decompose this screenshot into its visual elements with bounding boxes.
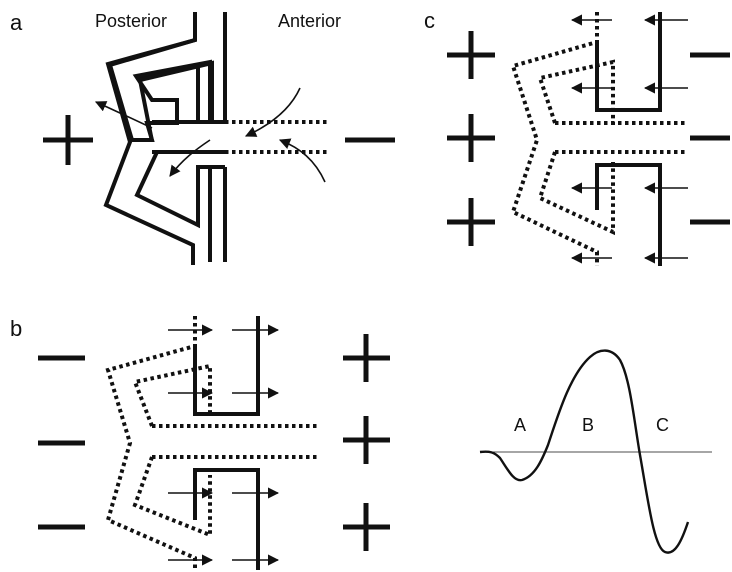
panel-b: b: [10, 316, 390, 570]
panel-a-letter: a: [10, 10, 23, 35]
phase-c-label: C: [656, 415, 669, 435]
plus-sign-b-3: [343, 503, 390, 551]
waveform-panel: A B C: [480, 351, 712, 553]
phase-a-label: A: [514, 415, 526, 435]
c-inner-upper: [540, 62, 613, 125]
plus-sign-b-1: [343, 334, 390, 382]
plus-sign-b-2: [343, 416, 390, 464]
axon-bottom-wall: [210, 167, 225, 262]
c-solid-lower: [597, 165, 660, 266]
panel-c: c: [424, 8, 730, 266]
plus-sign-c-3: [447, 198, 495, 246]
b-solid-lower: [195, 470, 258, 570]
c-solid-upper: [597, 12, 660, 110]
arrow-in-lower: [170, 140, 210, 176]
phase-b-label: B: [582, 415, 594, 435]
plus-sign-a: [43, 115, 93, 165]
posterior-caption: Posterior: [95, 11, 167, 31]
b-outer-wall: [108, 316, 195, 570]
c-outer-wall: [513, 12, 597, 266]
anterior-caption: Anterior: [278, 11, 341, 31]
arrow-in-bottom: [280, 140, 325, 182]
panel-b-letter: b: [10, 316, 22, 341]
panel-c-letter: c: [424, 8, 435, 33]
panel-a: a Posterior Anterior: [10, 10, 395, 265]
plus-sign-c-1: [447, 31, 495, 79]
arrow-in-top: [246, 88, 300, 136]
plus-sign-c-2: [447, 114, 495, 162]
b-inner-upper: [135, 366, 210, 426]
